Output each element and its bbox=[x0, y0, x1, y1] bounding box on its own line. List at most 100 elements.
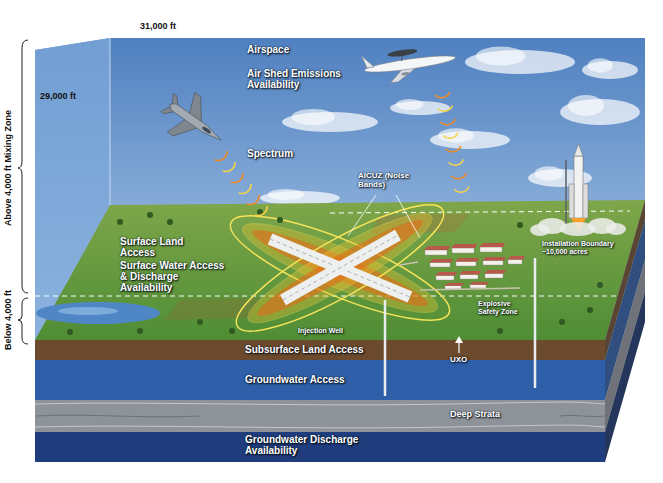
ground-surface bbox=[35, 200, 645, 340]
noise-band bbox=[239, 199, 441, 337]
resource-label: Groundwater Discharge Availability bbox=[245, 434, 395, 456]
tree bbox=[597, 282, 603, 288]
building-roof bbox=[507, 256, 525, 260]
road bbox=[400, 262, 520, 290]
zone-label: Below 4,000 ft bbox=[4, 280, 14, 360]
tree bbox=[229, 328, 235, 334]
rocket-nose bbox=[574, 144, 583, 156]
resource-label: Surface Water Access & Discharge Availab… bbox=[120, 260, 228, 293]
signal-wave bbox=[438, 106, 453, 112]
rocket-booster bbox=[569, 184, 574, 218]
cloud bbox=[292, 109, 335, 125]
noise-band bbox=[251, 211, 428, 325]
sky-volume bbox=[35, 38, 645, 340]
resource-label: Airspace bbox=[247, 44, 347, 55]
tree bbox=[197, 319, 203, 325]
altitude-label: 31,000 ft bbox=[140, 22, 200, 32]
signal-wave bbox=[215, 151, 227, 161]
resource-label: Spectrum bbox=[247, 148, 327, 159]
callout-label: UXO bbox=[450, 356, 480, 365]
injection-well bbox=[384, 300, 387, 396]
strata-texture bbox=[35, 402, 605, 405]
building-roof bbox=[435, 272, 457, 276]
uxo-arrowhead bbox=[455, 336, 463, 343]
launch-tower bbox=[565, 160, 567, 228]
side-shade bbox=[605, 200, 645, 462]
building-roof bbox=[484, 270, 506, 274]
strata-texture bbox=[35, 425, 605, 428]
strata-layer bbox=[35, 400, 605, 432]
runway bbox=[280, 230, 401, 305]
building-wall bbox=[483, 261, 503, 265]
awacs-aircraft bbox=[361, 43, 457, 87]
resource-label: Air Shed Emissions Availability bbox=[247, 68, 372, 90]
tree bbox=[497, 328, 503, 334]
uxo-arrow bbox=[458, 343, 459, 353]
fighter-jet bbox=[153, 83, 235, 160]
tree bbox=[517, 222, 523, 228]
strata-texture bbox=[35, 415, 200, 417]
building-wall bbox=[470, 285, 486, 288]
radome bbox=[387, 48, 418, 58]
lake-highlight bbox=[58, 307, 118, 315]
signal-wave bbox=[223, 162, 235, 172]
building-wall bbox=[508, 260, 522, 264]
noise-contour bbox=[220, 197, 459, 339]
building-roof bbox=[482, 257, 506, 261]
bare-ground-patch bbox=[165, 298, 260, 320]
lake bbox=[36, 302, 160, 324]
building-roof bbox=[429, 259, 453, 263]
signal-wave bbox=[446, 146, 461, 152]
tree bbox=[559, 319, 565, 325]
callout-label: Installation Boundary ~10,000 acres bbox=[542, 240, 614, 255]
rocket-booster bbox=[583, 184, 588, 218]
jet-canopy bbox=[201, 126, 211, 135]
engine bbox=[401, 72, 409, 76]
signal-wave bbox=[449, 160, 464, 166]
signal-wave bbox=[255, 206, 267, 216]
building-roof bbox=[479, 243, 505, 247]
rocket-body bbox=[574, 156, 583, 218]
building-wall bbox=[456, 262, 476, 266]
callout-label: AICUZ (Noise Bands) bbox=[358, 172, 430, 190]
noise-contour bbox=[224, 186, 457, 351]
building-wall bbox=[425, 250, 447, 255]
signal-wave bbox=[231, 173, 243, 183]
runway-centerline bbox=[283, 235, 398, 300]
signal-wave bbox=[451, 173, 466, 179]
callout-label: Explosive Safety Zone bbox=[478, 300, 530, 315]
block-edge bbox=[110, 38, 111, 205]
noise-band bbox=[220, 197, 459, 339]
building-roof bbox=[451, 244, 477, 248]
tree bbox=[147, 212, 153, 218]
resource-label: Subsurface Land Access bbox=[245, 344, 415, 355]
cloud bbox=[476, 46, 526, 65]
signal-wave bbox=[239, 184, 251, 194]
aircraft-fin bbox=[361, 54, 374, 68]
leader-line bbox=[348, 195, 376, 236]
resource-label: Surface Land Access bbox=[120, 236, 215, 258]
groundwater-layer bbox=[35, 360, 605, 400]
callout-label: Injection Well bbox=[298, 327, 353, 335]
launch-smoke bbox=[530, 224, 550, 236]
noise-band bbox=[224, 186, 457, 351]
resource-label: Groundwater Access bbox=[245, 374, 415, 385]
signal-wave bbox=[454, 187, 469, 193]
signal-wave bbox=[440, 119, 455, 125]
zone-brace bbox=[18, 298, 28, 344]
tree bbox=[277, 217, 283, 223]
launch-smoke bbox=[560, 222, 596, 236]
noise-band bbox=[235, 209, 444, 326]
cloud bbox=[396, 99, 423, 110]
deep-water-layer bbox=[35, 432, 605, 462]
tree bbox=[137, 328, 143, 334]
signal-wave bbox=[247, 195, 259, 205]
tree bbox=[117, 219, 123, 225]
strata-texture bbox=[560, 415, 605, 416]
signal-wave bbox=[435, 92, 450, 98]
cloud bbox=[588, 58, 613, 72]
tree bbox=[587, 307, 593, 313]
building-roof bbox=[424, 246, 450, 250]
leader-line bbox=[396, 195, 420, 238]
